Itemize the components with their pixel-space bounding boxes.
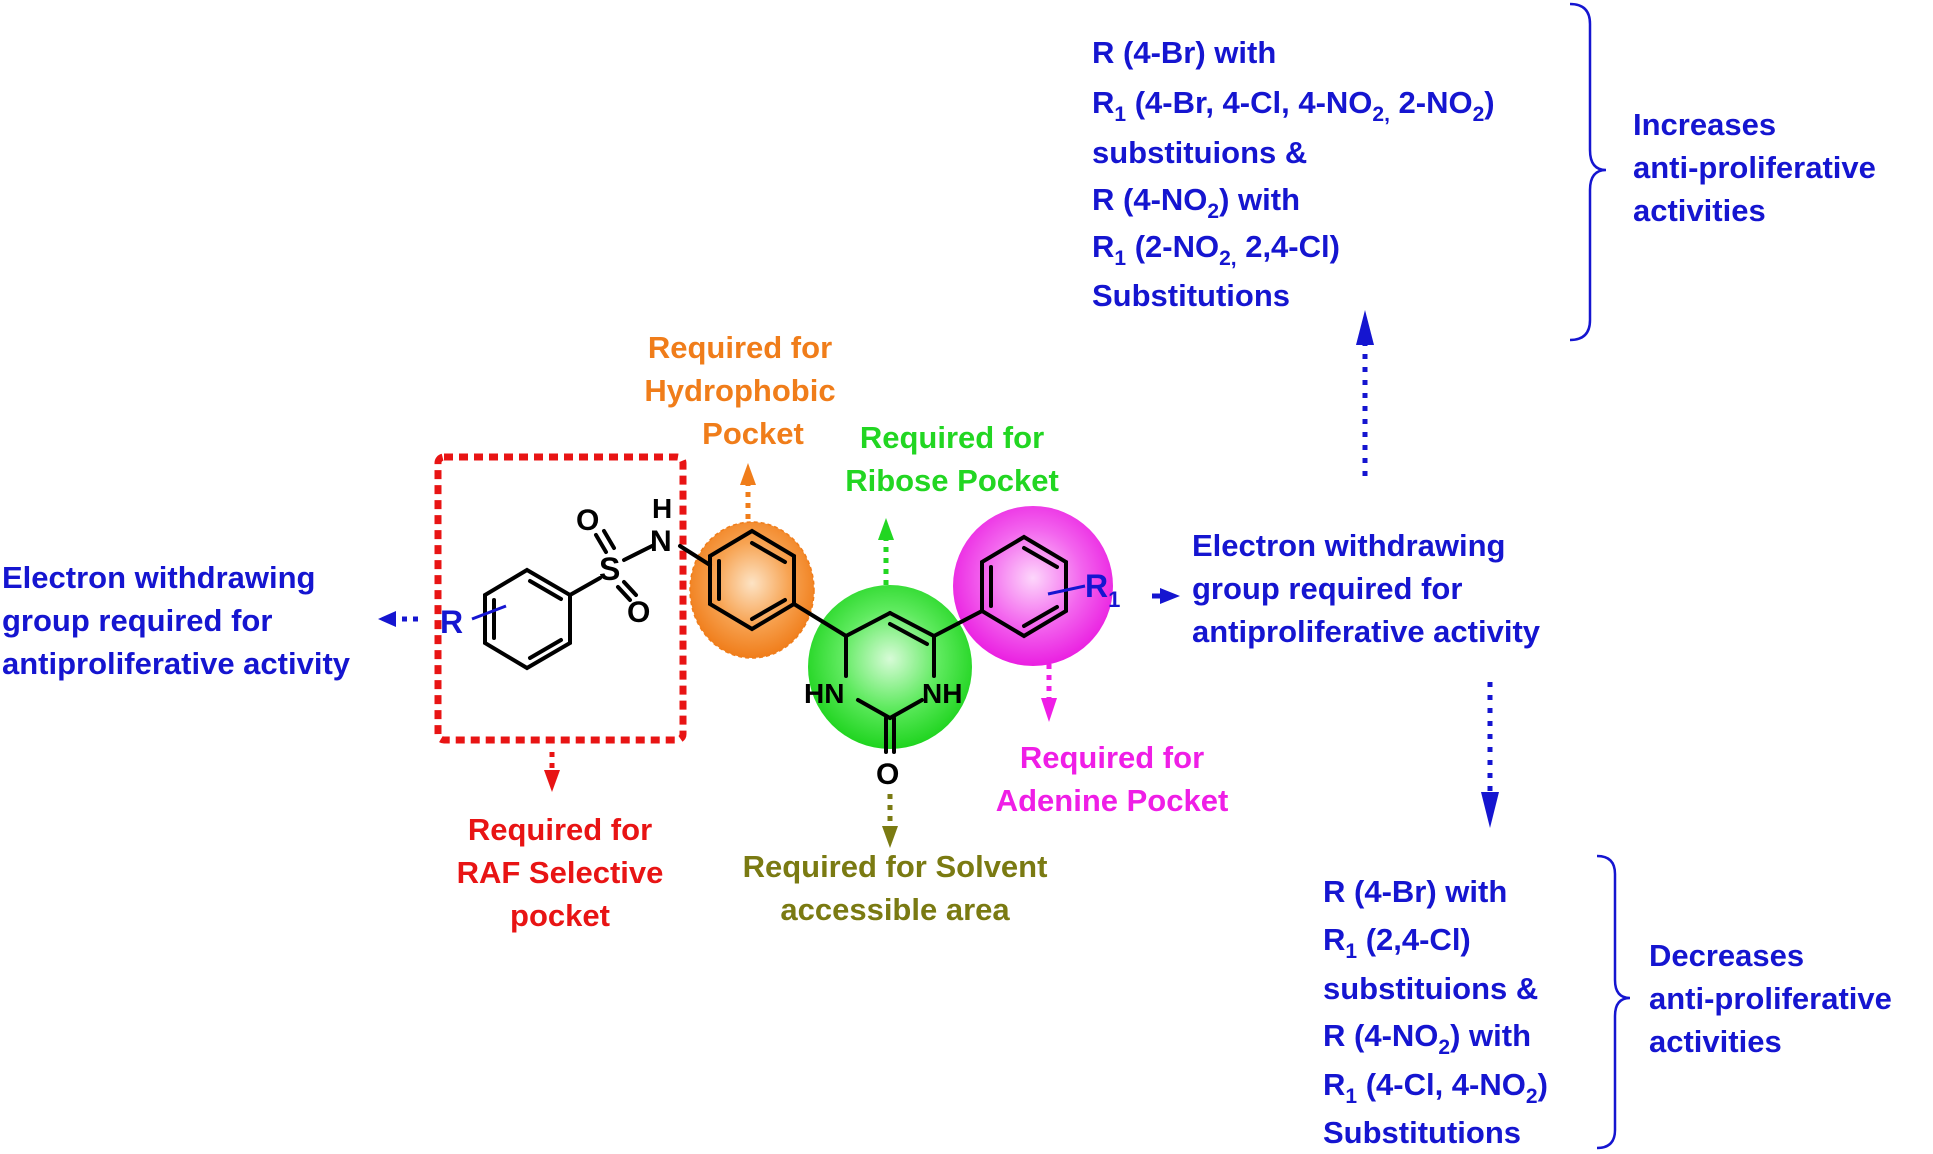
pyrimidinone-ring bbox=[844, 611, 936, 754]
decrease-effect-label: Decreases anti-proliferative activities bbox=[1649, 938, 1892, 1059]
atom-r1: R1 bbox=[1085, 568, 1120, 612]
increase-arrow bbox=[1356, 310, 1374, 476]
right-benzene-ring bbox=[980, 534, 1068, 639]
adenine-highlight bbox=[953, 506, 1113, 666]
svg-text:Increases: Increases bbox=[1633, 107, 1776, 142]
svg-text:R (4-NO2) with: R (4-NO2) with bbox=[1323, 1018, 1531, 1059]
svg-text:Electron withdrawing: Electron withdrawing bbox=[1192, 528, 1505, 563]
svg-text:substituions &: substituions & bbox=[1323, 971, 1538, 1006]
left-ewg-arrow bbox=[378, 611, 418, 627]
svg-text:R1 (2-NO2, 2,4-Cl): R1 (2-NO2, 2,4-Cl) bbox=[1092, 229, 1340, 270]
svg-text:Required for: Required for bbox=[468, 812, 652, 847]
middle-benzene-ring bbox=[708, 528, 796, 632]
hydrophobic-arrow bbox=[740, 463, 756, 519]
solvent-label: Required for Solvent accessible area bbox=[743, 849, 1048, 927]
decrease-substitution-list: R (4-Br) with R1 (2,4-Cl) substituions &… bbox=[1323, 874, 1548, 1150]
atom-o-bottom: O bbox=[627, 596, 650, 629]
right-ewg-arrow bbox=[1152, 588, 1180, 604]
svg-text:pocket: pocket bbox=[510, 898, 610, 933]
svg-text:RAF Selective: RAF Selective bbox=[457, 855, 664, 890]
adenine-arrow bbox=[1041, 664, 1057, 722]
svg-text:R (4-Br) with: R (4-Br) with bbox=[1092, 35, 1276, 70]
atom-s: S bbox=[599, 551, 620, 587]
atom-r: R bbox=[440, 604, 463, 640]
svg-text:Required for Solvent: Required for Solvent bbox=[743, 849, 1048, 884]
svg-text:R1 (4-Br, 4-Cl, 4-NO2, 2-NO2): R1 (4-Br, 4-Cl, 4-NO2, 2-NO2) bbox=[1092, 85, 1495, 126]
adenine-label: Required for Adenine Pocket bbox=[996, 740, 1229, 818]
r1-bond bbox=[1047, 584, 1086, 596]
svg-text:Decreases: Decreases bbox=[1649, 938, 1804, 973]
raf-label: Required for RAF Selective pocket bbox=[457, 812, 664, 933]
left-ewg-label: Electron withdrawing group required for … bbox=[2, 560, 351, 681]
ribose-arrow bbox=[878, 518, 894, 585]
s-n-bond bbox=[622, 544, 654, 562]
raf-arrow bbox=[544, 752, 560, 792]
svg-text:Substitutions: Substitutions bbox=[1323, 1115, 1521, 1150]
svg-text:group required for: group required for bbox=[1192, 571, 1462, 606]
svg-text:activities: activities bbox=[1649, 1024, 1782, 1059]
atom-o-carbonyl: O bbox=[876, 758, 899, 791]
ribose-label: Required for Ribose Pocket bbox=[845, 420, 1059, 498]
atom-nh: NH bbox=[922, 678, 962, 709]
left-benzene-ring bbox=[483, 567, 572, 671]
atom-hn: HN bbox=[804, 678, 844, 709]
svg-text:group required for: group required for bbox=[2, 603, 272, 638]
decrease-brace bbox=[1596, 854, 1631, 1150]
svg-text:R (4-NO2) with: R (4-NO2) with bbox=[1092, 182, 1300, 223]
atom-n: N bbox=[650, 525, 672, 558]
hydrophobic-highlight bbox=[689, 521, 815, 659]
svg-text:Substitutions: Substitutions bbox=[1092, 278, 1290, 313]
svg-text:Required for: Required for bbox=[860, 420, 1044, 455]
svg-text:anti-proliferative: anti-proliferative bbox=[1649, 981, 1892, 1016]
ribose-highlight bbox=[808, 585, 972, 749]
raf-selective-box bbox=[434, 453, 687, 744]
hydrophobic-label: Required for Hydrophobic Pocket bbox=[644, 330, 835, 451]
svg-text:Required for: Required for bbox=[1020, 740, 1204, 775]
increase-effect-label: Increases anti-proliferative activities bbox=[1633, 107, 1876, 228]
svg-text:R1 (2,4-Cl): R1 (2,4-Cl) bbox=[1323, 922, 1471, 963]
s-o-bottom-bond bbox=[616, 585, 632, 602]
decrease-arrow bbox=[1481, 682, 1499, 828]
s-o-top-bond bbox=[594, 533, 608, 554]
n-ring-bond bbox=[678, 544, 712, 567]
atom-h: H bbox=[652, 493, 672, 524]
svg-text:R (4-Br) with: R (4-Br) with bbox=[1323, 874, 1507, 909]
svg-text:anti-proliferative: anti-proliferative bbox=[1633, 150, 1876, 185]
ring-s-bond bbox=[568, 576, 602, 597]
svg-text:Hydrophobic: Hydrophobic bbox=[644, 373, 835, 408]
svg-text:R1 (4-Cl, 4-NO2): R1 (4-Cl, 4-NO2) bbox=[1323, 1067, 1548, 1108]
svg-text:antiproliferative activity: antiproliferative activity bbox=[2, 646, 351, 681]
r-bond bbox=[471, 604, 507, 621]
svg-text:accessible area: accessible area bbox=[780, 892, 1010, 927]
svg-text:Required for: Required for bbox=[648, 330, 832, 365]
increase-substitution-list: R (4-Br) with R1 (4-Br, 4-Cl, 4-NO2, 2-N… bbox=[1092, 35, 1495, 313]
svg-text:antiproliferative activity: antiproliferative activity bbox=[1192, 614, 1541, 649]
right-ewg-label: Electron withdrawing group required for … bbox=[1192, 528, 1541, 649]
svg-text:Pocket: Pocket bbox=[702, 416, 804, 451]
solvent-arrow bbox=[882, 794, 898, 848]
svg-text:activities: activities bbox=[1633, 193, 1766, 228]
svg-text:substituions &: substituions & bbox=[1092, 135, 1307, 170]
atom-o-top: O bbox=[576, 504, 599, 537]
svg-text:Electron withdrawing: Electron withdrawing bbox=[2, 560, 315, 595]
increase-brace bbox=[1569, 2, 1607, 342]
svg-text:Ribose Pocket: Ribose Pocket bbox=[845, 463, 1059, 498]
svg-text:Adenine Pocket: Adenine Pocket bbox=[996, 783, 1229, 818]
